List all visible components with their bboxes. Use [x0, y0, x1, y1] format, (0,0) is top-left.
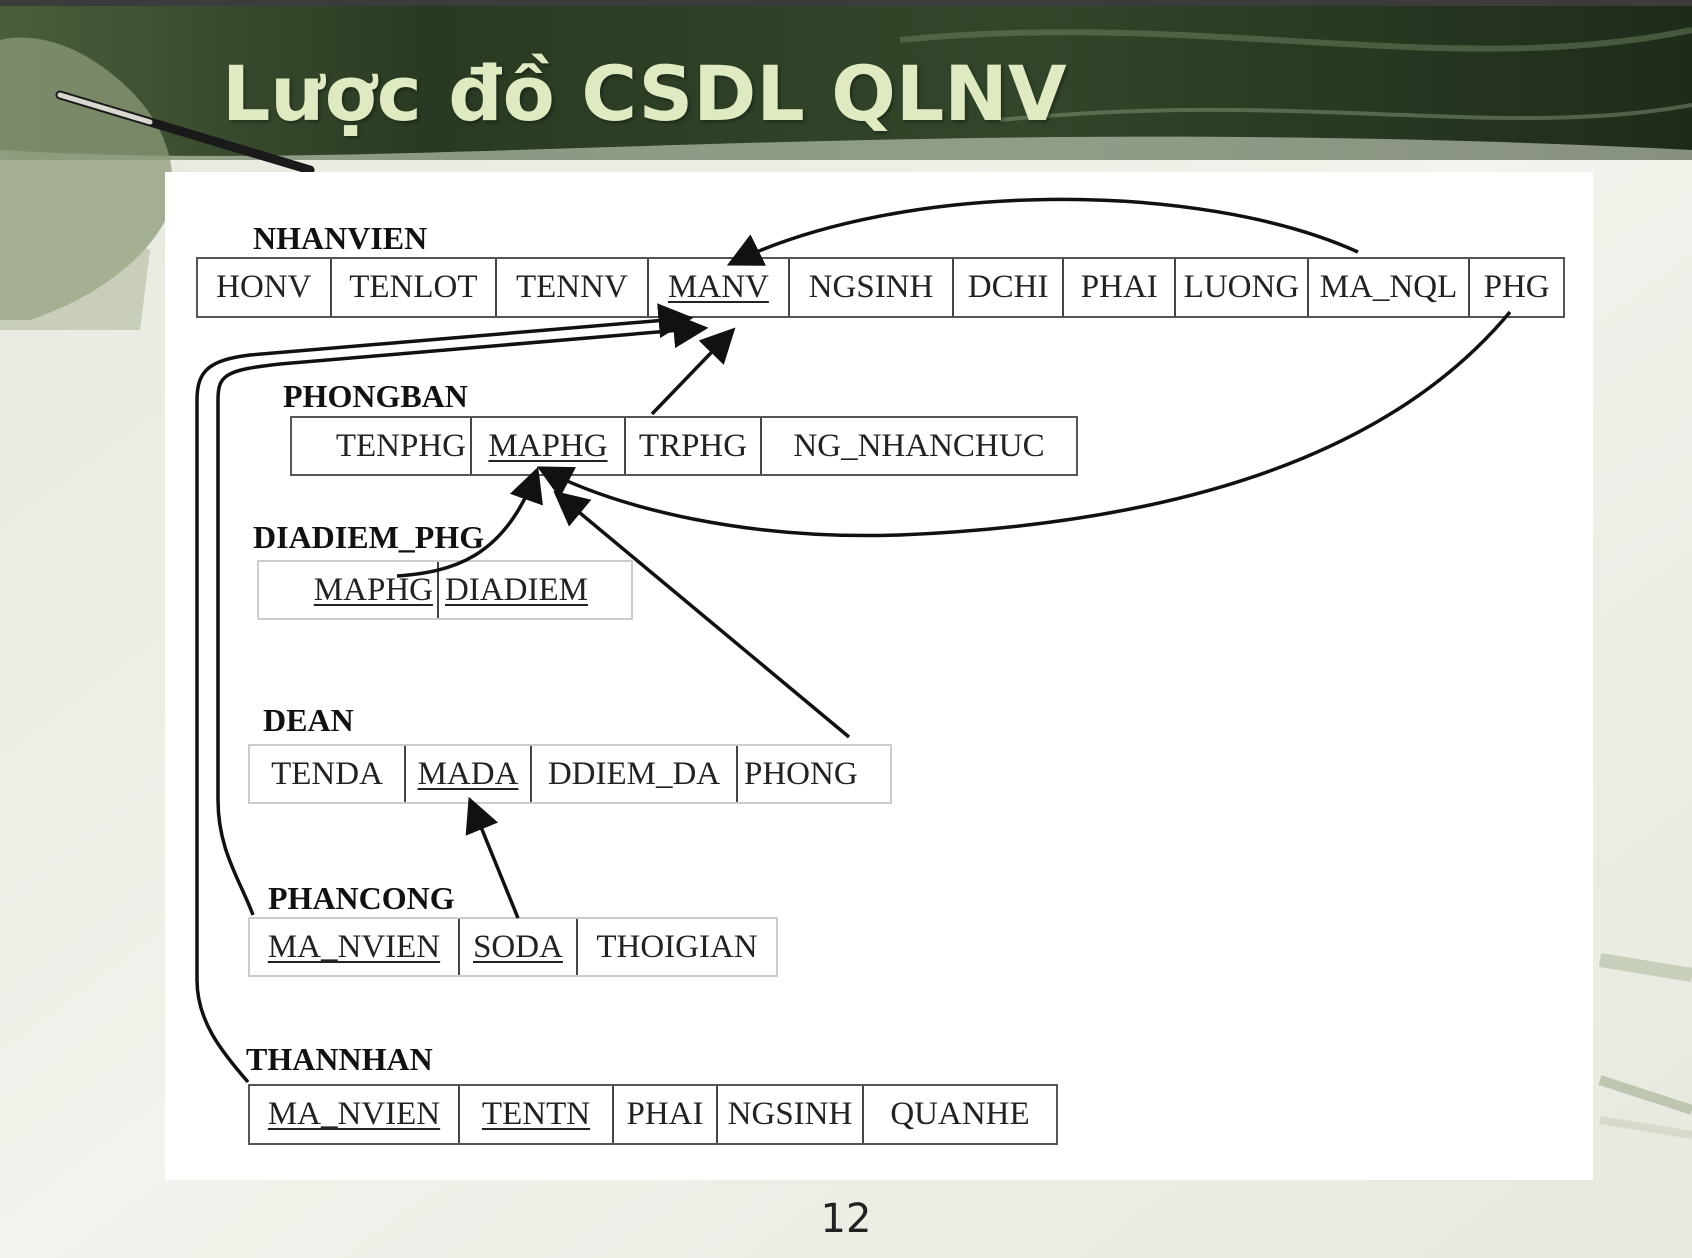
attr-tennv: TENNV	[495, 259, 647, 316]
entity-name-dean: DEAN	[263, 702, 354, 738]
attr-ma-nvien-tn: MA_NVIEN	[267, 1096, 441, 1132]
relation-diadiem-phg: MAPHG DIADIEM	[257, 560, 633, 620]
attr-ma-nvien-pc: MA_NVIEN	[267, 928, 441, 965]
attr-trphg: TRPHG	[624, 418, 760, 474]
attr-ddiem-da: DDIEM_DA	[530, 746, 736, 802]
attr-phong: PHONG	[736, 746, 890, 802]
attr-mada: MADA	[404, 746, 530, 802]
entity-name-diadiem-phg: DIADIEM_PHG	[253, 519, 485, 555]
relation-dean: TENDA MADA DDIEM_DA PHONG	[248, 744, 892, 804]
attr-ng-nhanchuc: NG_NHANCHUC	[760, 418, 1076, 474]
relation-nhanvien: HONV TENLOT TENNV MANV NGSINH DCHI PHAI …	[196, 257, 1565, 318]
entity-name-thannhan: THANNHAN	[246, 1041, 433, 1077]
attr-phai-tn: PHAI	[612, 1086, 716, 1143]
schema-diagram-panel	[165, 172, 1593, 1180]
attr-tentn: TENTN	[458, 1086, 612, 1143]
entity-name-nhanvien: NHANVIEN	[253, 220, 428, 256]
attr-phai: PHAI	[1062, 259, 1174, 316]
entity-name-phancong: PHANCONG	[268, 880, 455, 916]
attr-ngsinh-tn: NGSINH	[716, 1086, 862, 1143]
attr-honv: HONV	[216, 269, 312, 305]
relation-phongban: TENPHG MAPHG TRPHG NG_NHANCHUC	[290, 416, 1078, 476]
attr-ngsinh: NGSINH	[788, 259, 952, 316]
slide-title: Lược đồ CSDL QLNV	[222, 49, 1067, 138]
attr-luong: LUONG	[1174, 259, 1307, 316]
attr-dchi: DCHI	[951, 259, 1063, 316]
attr-quanhe: QUANHE	[862, 1086, 1056, 1143]
attr-tenphg: TENPHG	[335, 427, 466, 464]
attr-phg: PHG	[1468, 259, 1563, 316]
entity-name-phongban: PHONGBAN	[283, 378, 468, 414]
attr-soda: SODA	[458, 919, 576, 975]
attr-tenlot: TENLOT	[329, 259, 496, 316]
relation-thannhan: MA_NVIEN TENTN PHAI NGSINH QUANHE	[248, 1084, 1058, 1145]
attr-diadiem: DIADIEM	[437, 562, 631, 618]
page-number: 12	[820, 1196, 872, 1242]
attr-thoigian: THOIGIAN	[576, 919, 776, 975]
attr-ma-nql: MA_NQL	[1306, 259, 1469, 316]
attr-maphg-dd: MAPHG	[313, 571, 433, 608]
relation-phancong: MA_NVIEN SODA THOIGIAN	[248, 917, 778, 977]
attr-tenda: TENDA	[271, 755, 383, 792]
attr-maphg: MAPHG	[470, 418, 624, 474]
attr-manv: MANV	[646, 259, 789, 316]
